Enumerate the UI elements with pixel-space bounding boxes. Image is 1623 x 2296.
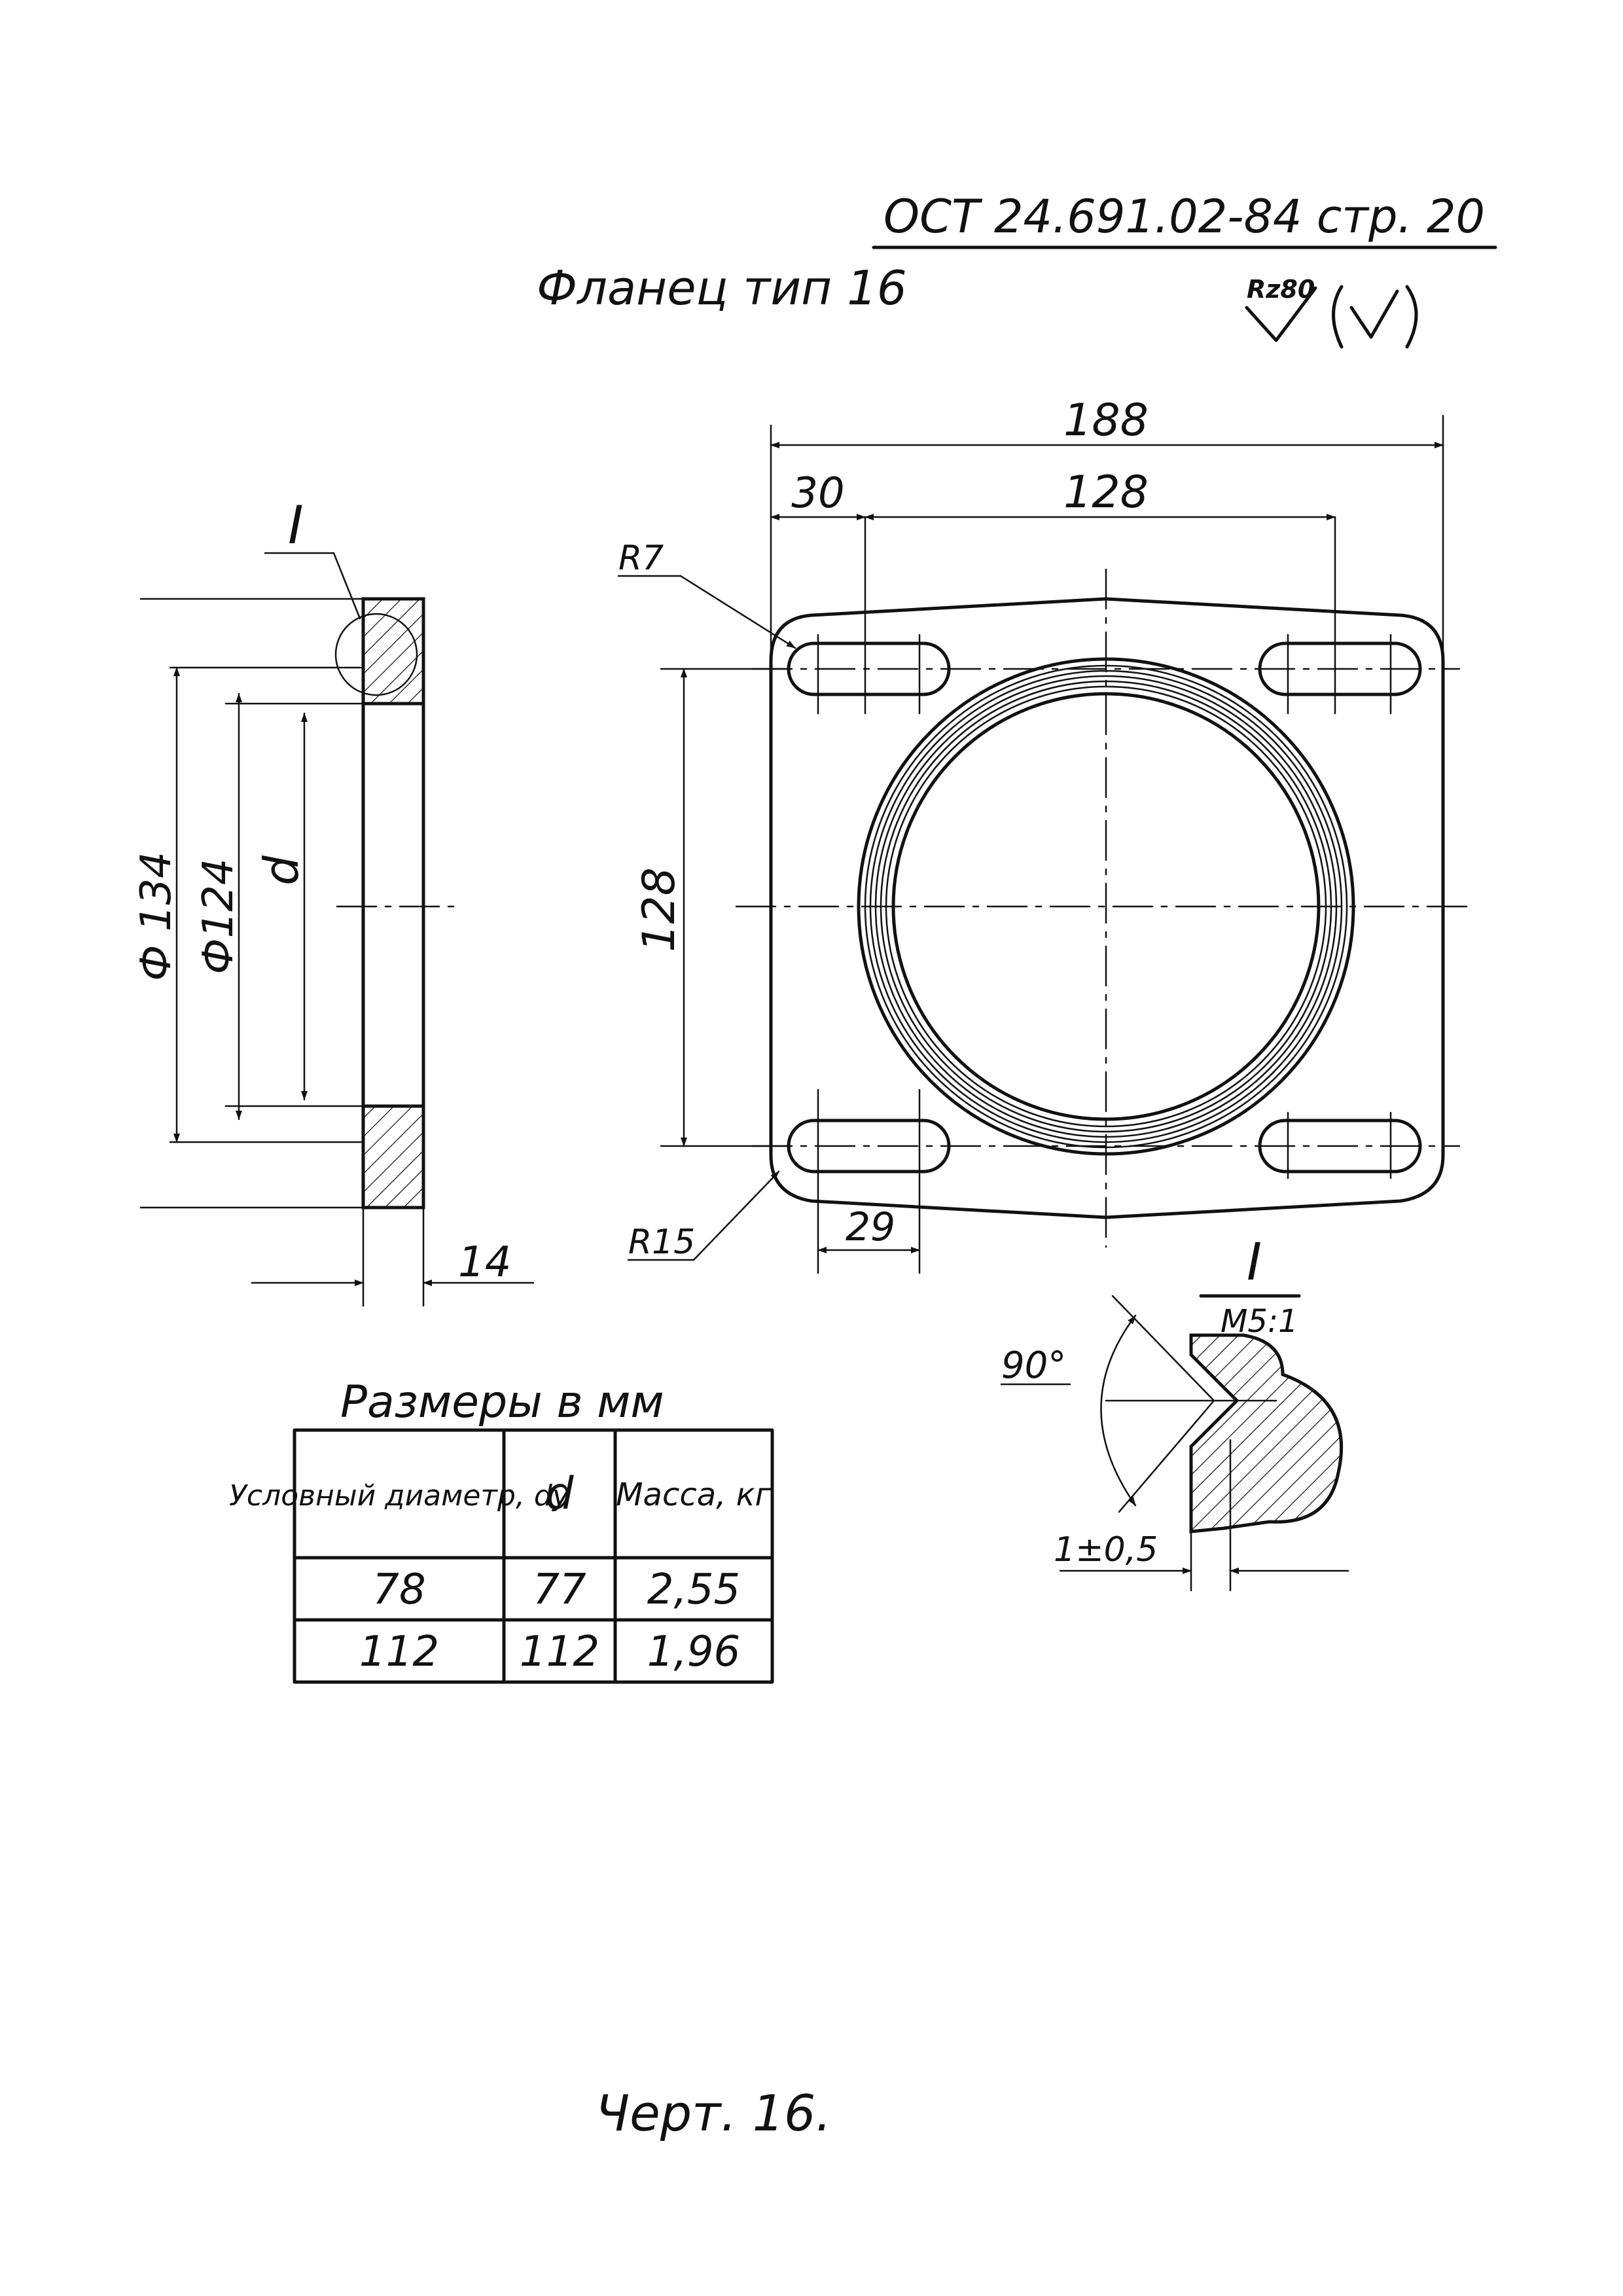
section-view: I Ф 134 Ф124 d 14 (132, 495, 535, 1307)
table-header-d: d (545, 1468, 574, 1520)
dim-inner-diameter: d (254, 855, 309, 886)
small-check-icon (1349, 289, 1399, 339)
dim-outer-diameter: Ф 134 (132, 852, 181, 981)
header: ОСТ 24.691.02-84 стр. 20 Фланец тип 16 R… (537, 190, 1497, 349)
dim-overall-width: 188 (1063, 395, 1149, 446)
table-cell: 112 (359, 1628, 439, 1676)
section-hatch-bottom (361, 1104, 425, 1210)
detail-hatched-section (1189, 1333, 1344, 1534)
surface-roughness-symbol: Rz80 (1245, 275, 1418, 349)
dim-middle-diameter: Ф124 (194, 858, 243, 974)
open-paren-icon (1332, 285, 1344, 349)
table-cell: 78 (372, 1566, 425, 1614)
roughness-value: Rz80 (1247, 275, 1315, 304)
angle-arc (1100, 1314, 1137, 1507)
drawing-number-label: Черт. 16. (596, 2084, 832, 2142)
standard-number: ОСТ 24.691.02-84 стр. 20 (883, 190, 1485, 243)
flange-outline (769, 597, 1445, 1219)
section-callout-label: I (288, 495, 304, 556)
drawing-title: Фланец тип 16 (537, 260, 907, 315)
table-cell: 77 (533, 1566, 586, 1614)
r7-leader (679, 575, 796, 649)
table-caption: Размеры в мм (340, 1376, 664, 1428)
close-paren-icon (1405, 285, 1418, 349)
slot-radius-label: R15 (628, 1223, 695, 1262)
table-header-mass: Масса, кг (616, 1477, 772, 1513)
table-header-nominal-diameter: Условный диаметр, dу (229, 1479, 570, 1513)
dim-slot-length: 29 (846, 1204, 895, 1250)
detail-view: I M5:1 90° 1±0,5 (1000, 1233, 1349, 1592)
detail-chamfer: 1±0,5 (1054, 1530, 1158, 1570)
table-cell: 2,55 (647, 1566, 741, 1614)
detail-angle: 90° (1001, 1344, 1066, 1387)
roughness-check-icon (1245, 286, 1317, 342)
detail-callout-circle (334, 613, 418, 696)
table-cell: 1,96 (647, 1628, 741, 1676)
dim-edge-to-slot: 30 (791, 469, 844, 518)
table-cell: 112 (520, 1628, 599, 1676)
detail-title: I (1247, 1233, 1262, 1292)
corner-radius-label: R7 (618, 539, 664, 578)
section-hatch-top (361, 597, 425, 706)
dim-vertical-spacing: 128 (633, 867, 685, 952)
callout-leader-diag (332, 552, 361, 620)
dim-slot-spacing: 128 (1063, 467, 1149, 518)
r15-leader (692, 1170, 780, 1261)
plan-view: 188 30 128 128 29 R7 R15 (617, 395, 1477, 1274)
detail-ext-up (1111, 1295, 1215, 1402)
dim-thickness: 14 (458, 1238, 511, 1287)
dimensions-table: Размеры в мм Условный диаметр, dу d Масс… (229, 1376, 774, 1684)
